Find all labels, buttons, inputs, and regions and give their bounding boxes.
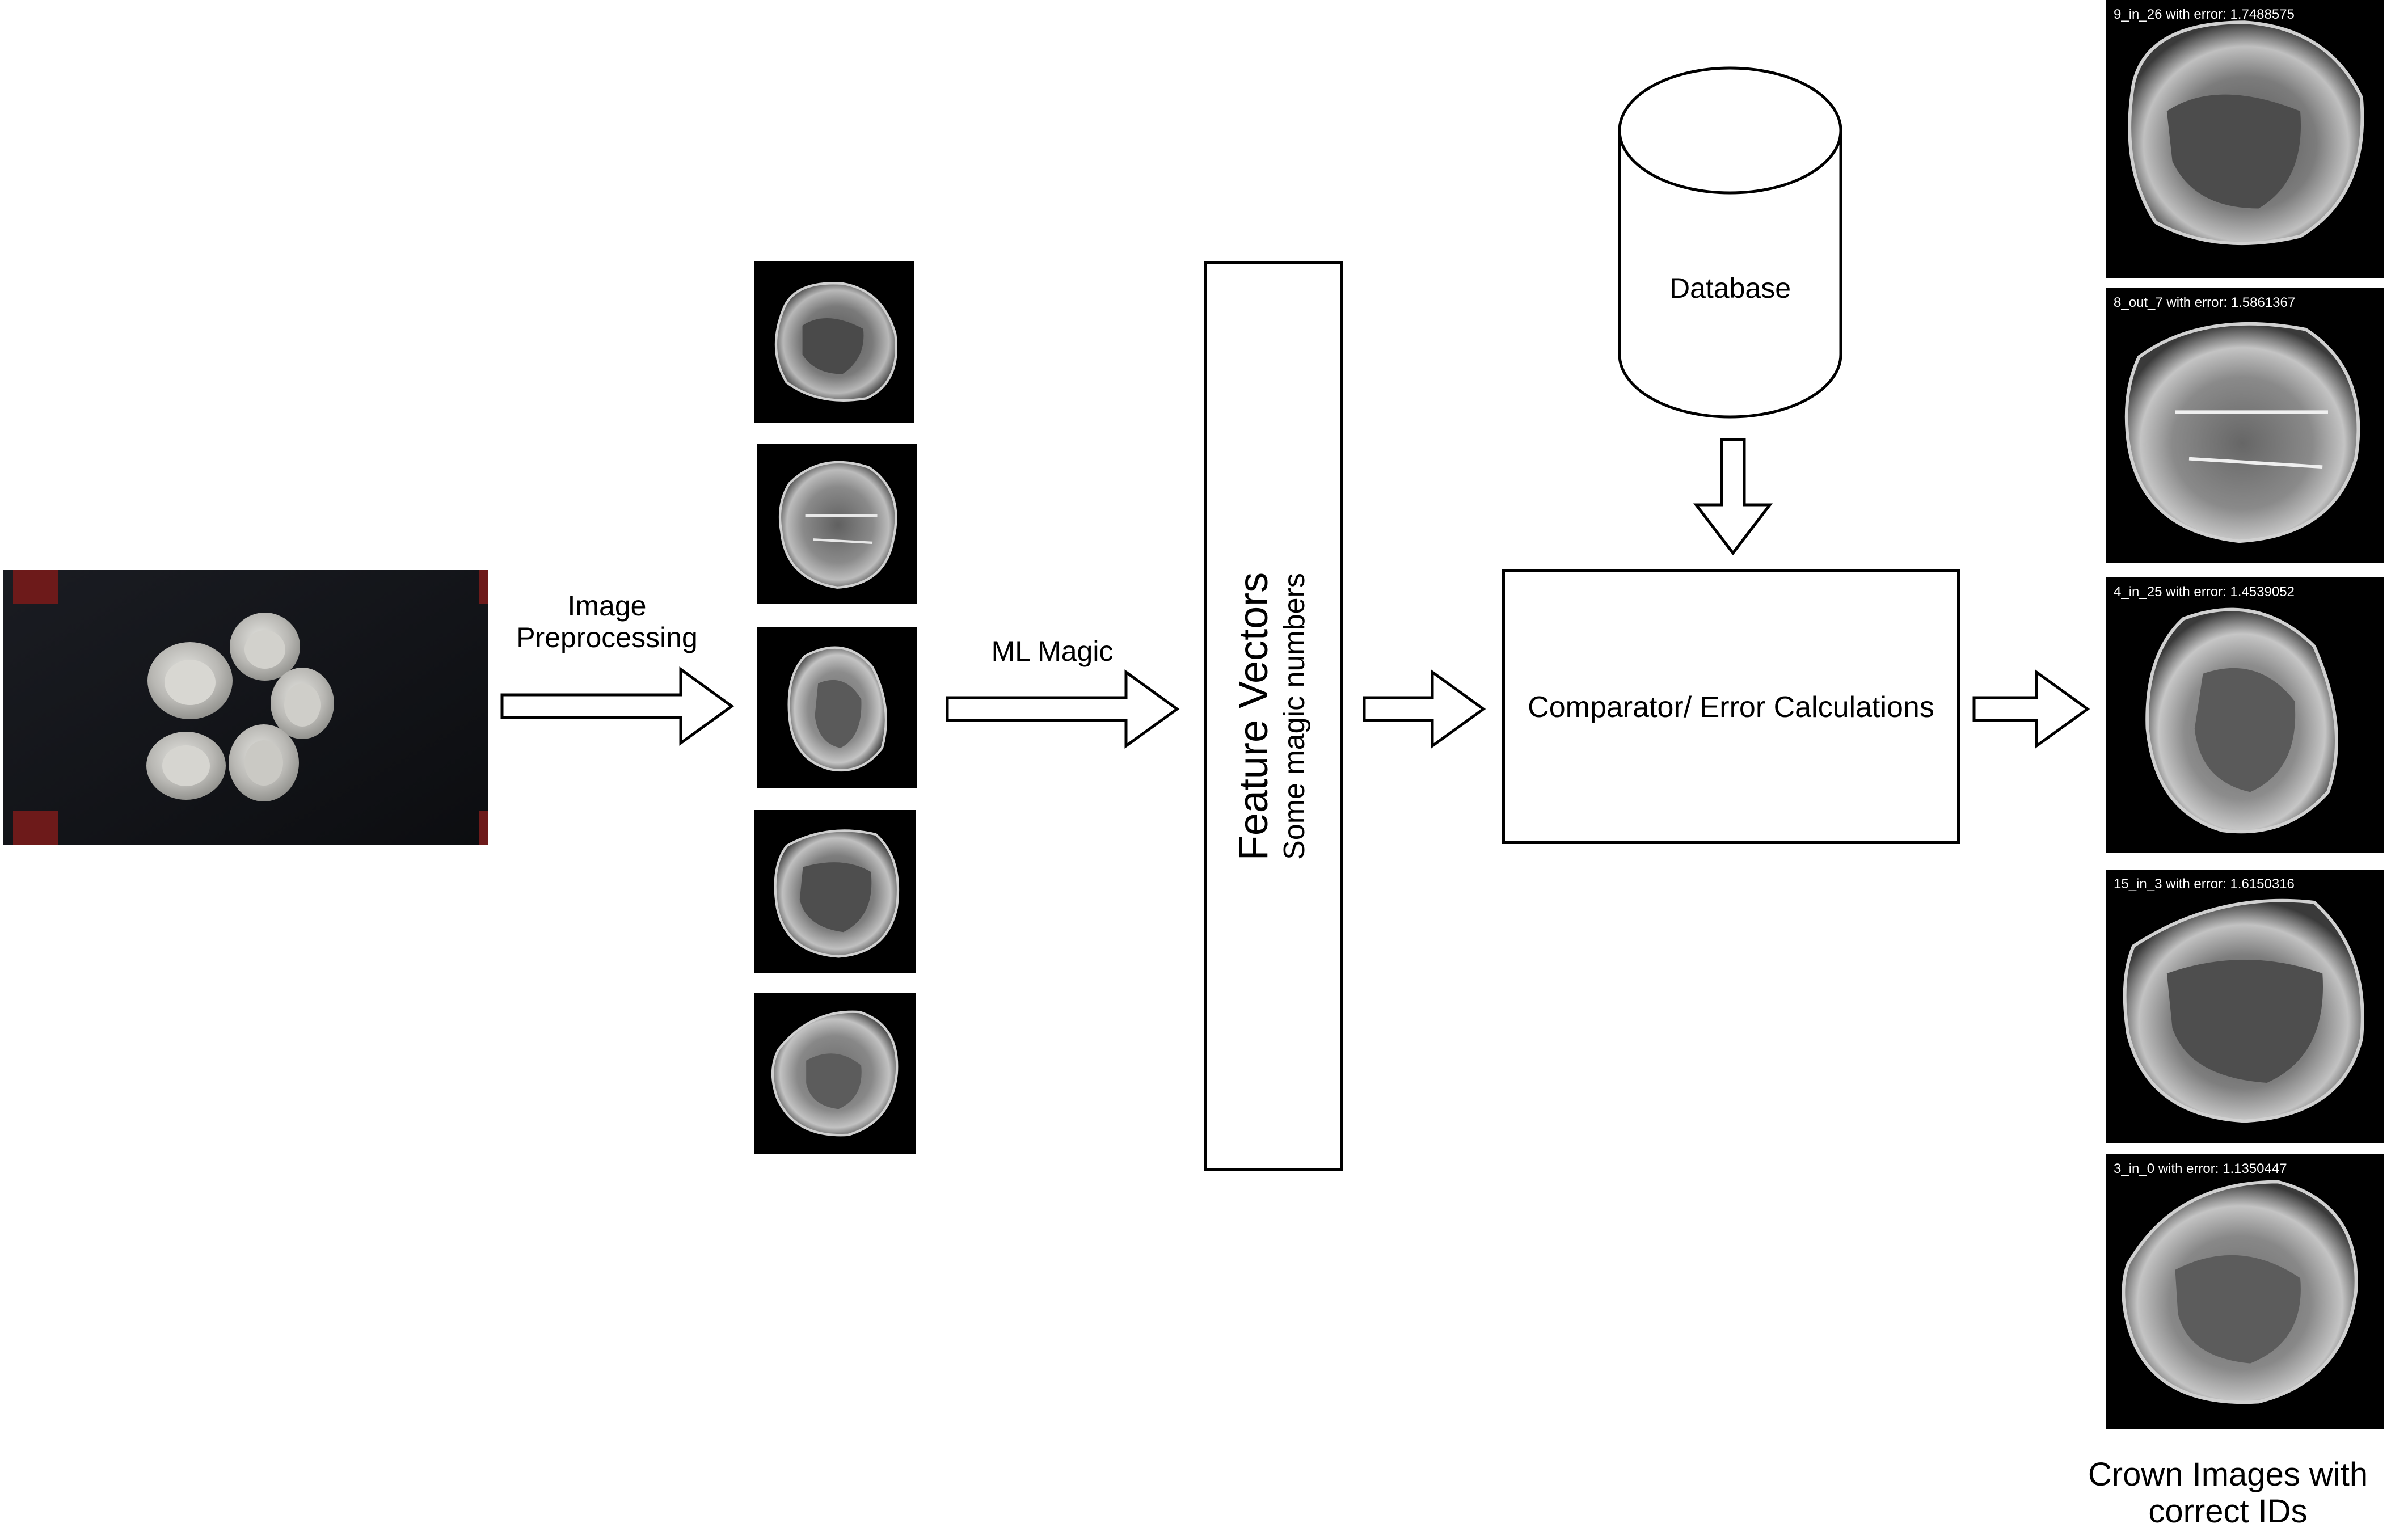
processed-crown-tile-2 bbox=[757, 444, 917, 604]
processed-crown-tile-3 bbox=[757, 627, 917, 788]
database-cylinder bbox=[1618, 66, 1842, 419]
crown-scan-graphic bbox=[754, 810, 916, 973]
comparator-box: Comparator/ Error Calculations bbox=[1502, 569, 1960, 844]
feature-vectors-subtitle: Some magic numbers bbox=[1277, 572, 1311, 860]
result-tile-4: 15_in_3 with error: 1.6150316 bbox=[2106, 870, 2384, 1143]
crown-1 bbox=[147, 642, 233, 719]
result-caption: 4_in_25 with error: 1.4539052 bbox=[2114, 584, 2295, 600]
crown-scan-graphic bbox=[2106, 288, 2384, 563]
result-tile-1: 9_in_26 with error: 1.7488575 bbox=[2106, 0, 2384, 278]
feature-vectors-text-group: Feature Vectors Some magic numbers bbox=[1211, 319, 1336, 1113]
arrow-preprocessing bbox=[500, 666, 735, 746]
arrow-to-comparator bbox=[1363, 669, 1486, 749]
results-label: Crown Images with correct IDs bbox=[2088, 1456, 2368, 1530]
feature-vectors-title: Feature Vectors bbox=[1230, 572, 1276, 860]
preprocessing-label: Image Preprocessing bbox=[516, 590, 698, 653]
processed-crown-tile-1 bbox=[754, 261, 914, 423]
result-caption: 9_in_26 with error: 1.7488575 bbox=[2114, 7, 2295, 22]
input-crowns-photo bbox=[3, 570, 488, 845]
result-caption: 15_in_3 with error: 1.6150316 bbox=[2114, 876, 2295, 892]
crown-scan-graphic bbox=[2106, 577, 2384, 853]
arrow-to-results bbox=[1972, 669, 2090, 749]
result-caption: 8_out_7 with error: 1.5861367 bbox=[2114, 295, 2296, 310]
database-label: Database bbox=[1669, 272, 1791, 304]
crown-scan-graphic bbox=[757, 444, 917, 604]
comparator-label: Comparator/ Error Calculations bbox=[1528, 691, 1934, 724]
crown-scan-graphic bbox=[2106, 870, 2384, 1143]
crowns-photo-graphic bbox=[3, 570, 488, 845]
arrow-ml-magic bbox=[946, 669, 1180, 749]
ml-magic-label: ML Magic bbox=[991, 635, 1114, 667]
result-tile-5: 3_in_0 with error: 1.1350447 bbox=[2106, 1154, 2384, 1429]
crown-scan-graphic bbox=[2106, 1154, 2384, 1429]
result-tile-2: 8_out_7 with error: 1.5861367 bbox=[2106, 288, 2384, 563]
processed-crown-tile-5 bbox=[754, 993, 916, 1154]
result-tile-3: 4_in_25 with error: 1.4539052 bbox=[2106, 577, 2384, 853]
crown-scan-graphic bbox=[2106, 0, 2384, 278]
processed-crown-tile-4 bbox=[754, 810, 916, 973]
crown-scan-graphic bbox=[757, 627, 917, 788]
result-caption: 3_in_0 with error: 1.1350447 bbox=[2114, 1161, 2287, 1176]
feature-vectors-box: Feature Vectors Some magic numbers bbox=[1204, 261, 1343, 1171]
arrow-database-to-comparator bbox=[1693, 438, 1773, 556]
crown-scan-graphic bbox=[754, 261, 914, 423]
crown-scan-graphic bbox=[754, 993, 916, 1154]
